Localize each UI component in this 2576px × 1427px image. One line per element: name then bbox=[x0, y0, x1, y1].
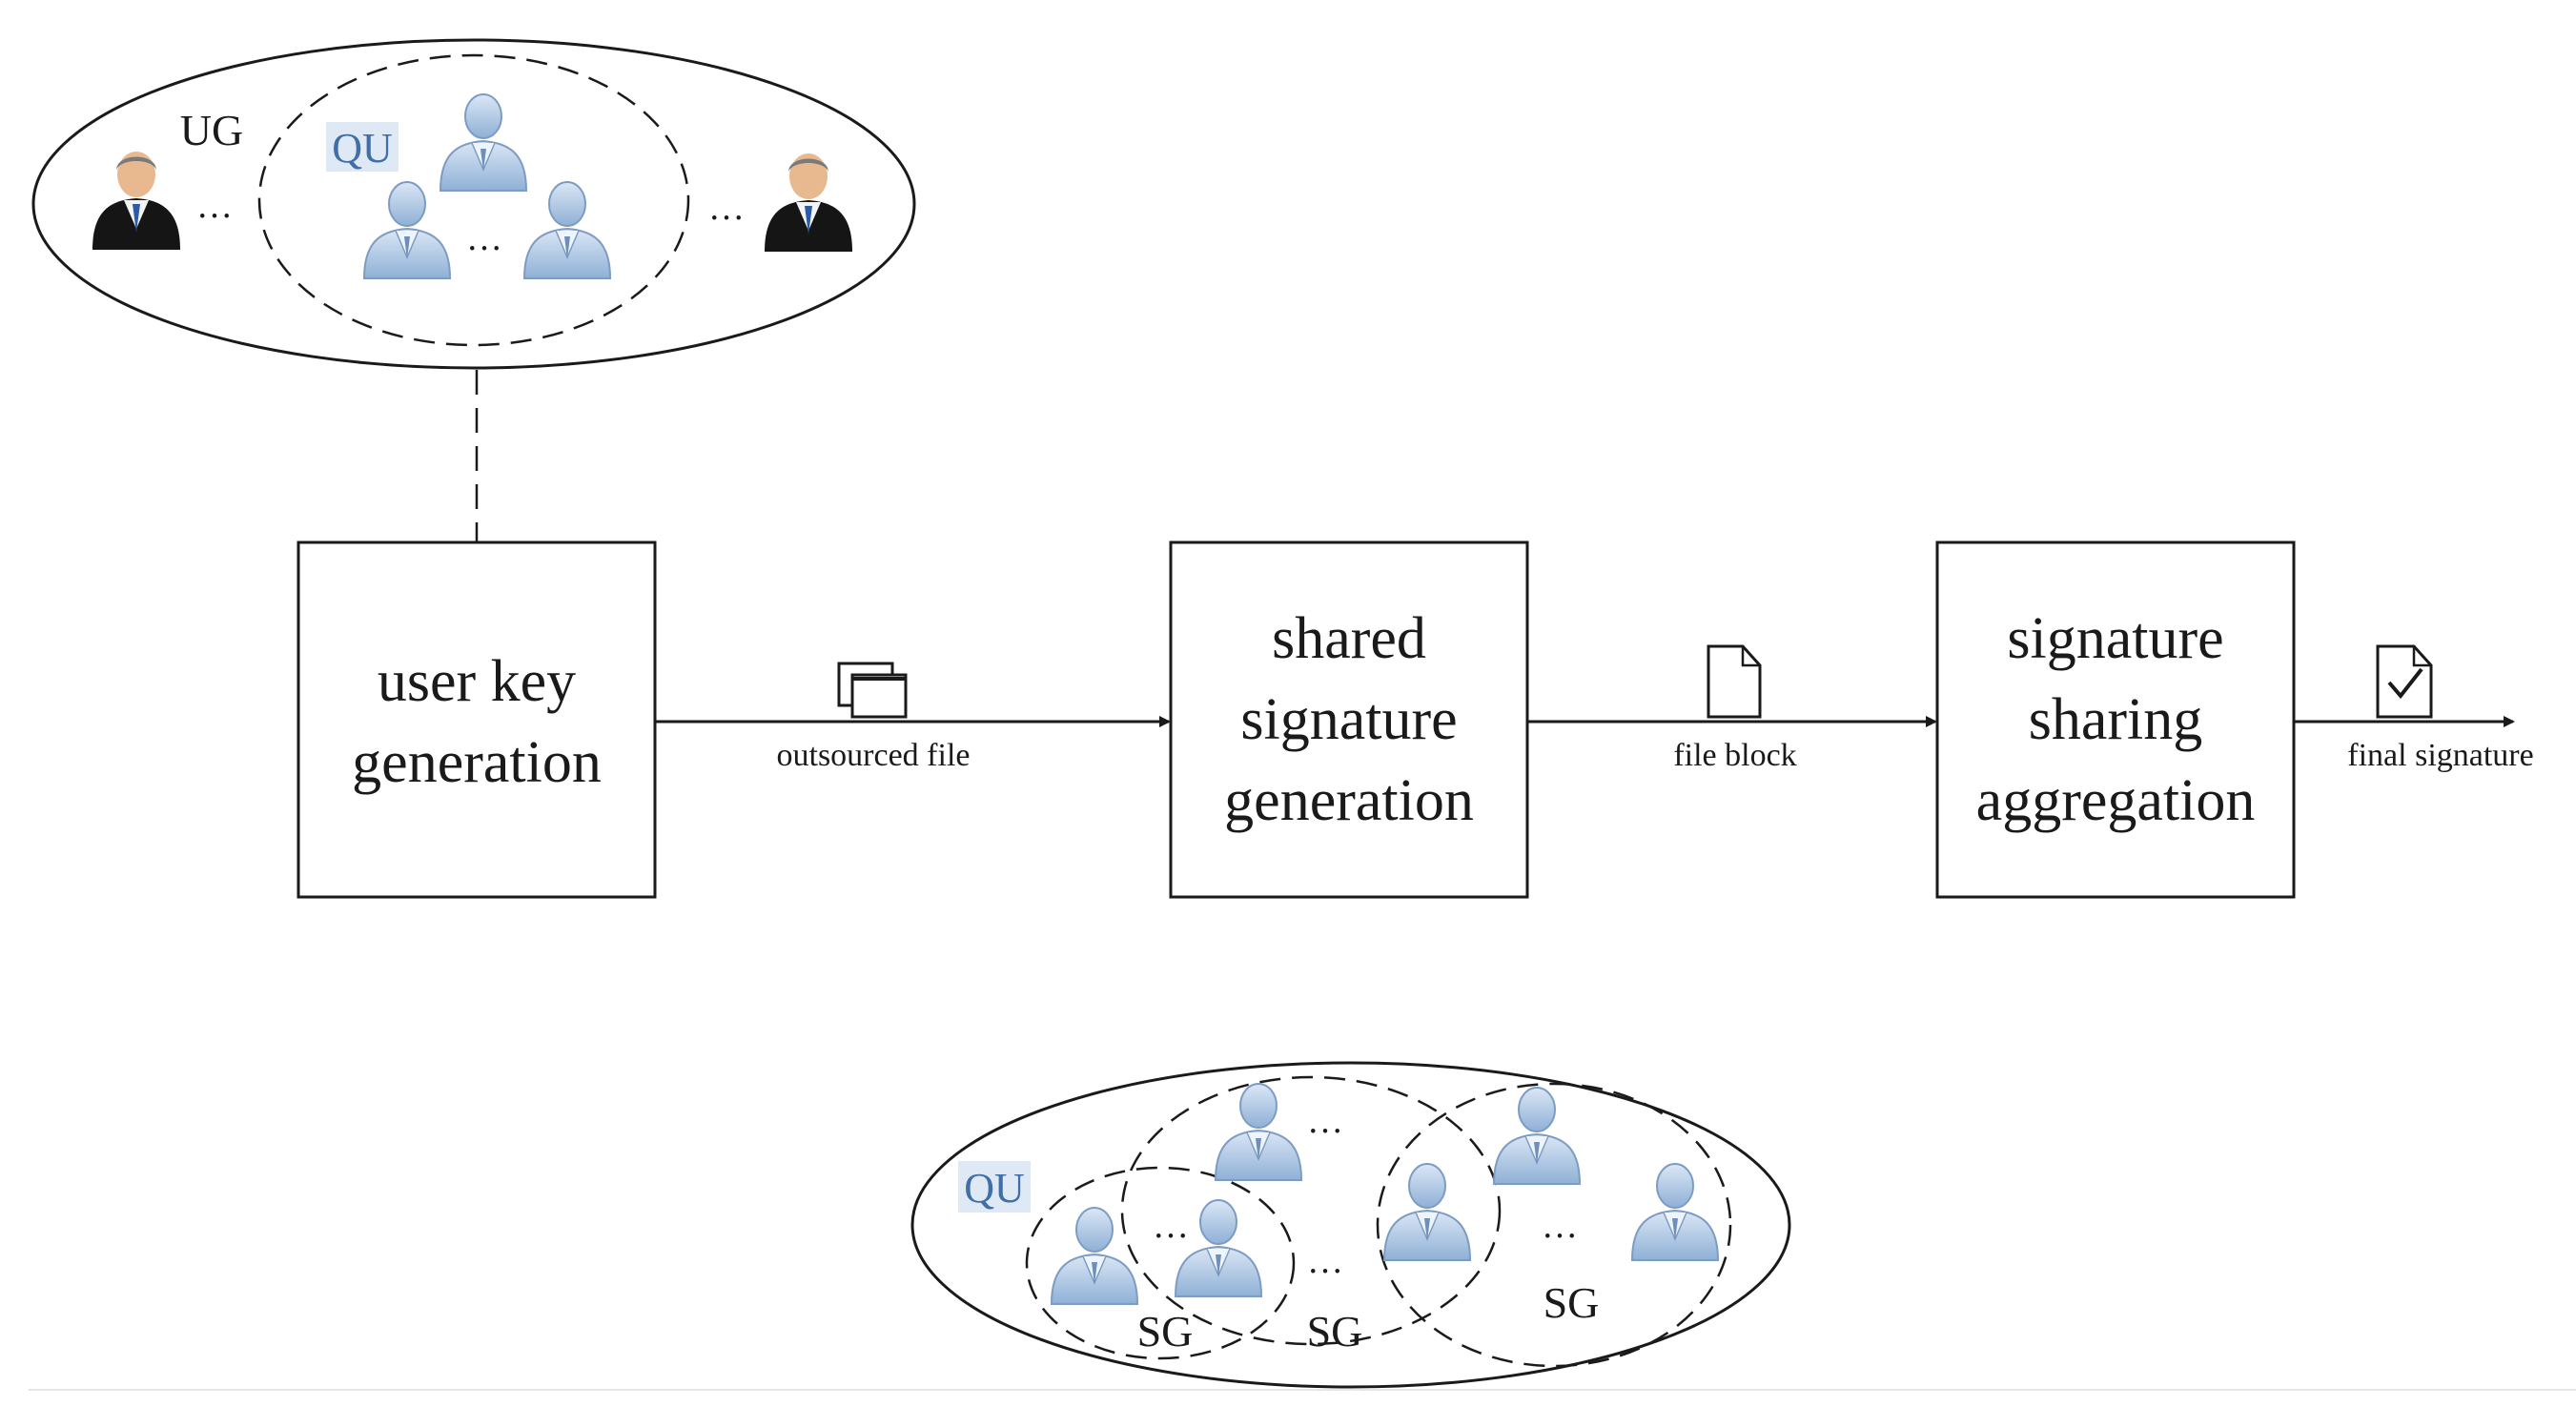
box-label-line: shared bbox=[1272, 606, 1426, 671]
qualified-user-icon bbox=[523, 181, 611, 279]
arrow-label: file block bbox=[1673, 738, 1796, 773]
signing-group-label: SG bbox=[1544, 1278, 1600, 1327]
qualified-user-subgroup: QU … bbox=[257, 53, 690, 347]
qualified-user-group-label: QU bbox=[964, 1165, 1025, 1212]
arrow-final-signature: final signature bbox=[2294, 644, 2534, 773]
box-label-line: generation bbox=[352, 730, 602, 795]
qualified-user-label: QU bbox=[332, 125, 393, 172]
box-label-line: signature bbox=[1240, 687, 1457, 752]
user-group-label: UG bbox=[180, 106, 243, 154]
box-label-line: generation bbox=[1224, 768, 1474, 833]
qualified-user-subgroup-ellipse bbox=[257, 53, 690, 347]
qualified-user-group-ellipse bbox=[910, 1061, 1791, 1389]
ellipsis-inner: … bbox=[466, 218, 502, 258]
ellipsis: … bbox=[1307, 1101, 1343, 1141]
qualified-user-icon bbox=[363, 181, 451, 279]
box-user-key-generation: user key generation bbox=[296, 540, 657, 899]
qualified-user-icon bbox=[1051, 1207, 1138, 1305]
arrow-outsourced-file: outsourced file bbox=[655, 662, 1171, 773]
box-label-line: sharing bbox=[2029, 687, 2203, 752]
checked-document-icon bbox=[2376, 644, 2433, 719]
qualified-user-icon bbox=[1383, 1163, 1471, 1261]
qu-label-highlight bbox=[326, 122, 399, 172]
qualified-user-icon bbox=[1631, 1163, 1719, 1261]
box-label-line: aggregation bbox=[1976, 768, 2256, 833]
arrow-label: outsourced file bbox=[777, 738, 971, 773]
signing-group-ellipse bbox=[1376, 1082, 1732, 1368]
ellipsis: … bbox=[1542, 1206, 1578, 1246]
ellipsis-left: … bbox=[196, 186, 233, 226]
ellipsis-right: … bbox=[708, 188, 745, 228]
box-label-line: user key bbox=[378, 649, 576, 714]
box-signature-sharing-aggregation: signature sharing aggregation bbox=[1935, 540, 2296, 899]
box-label-line: signature bbox=[2007, 606, 2223, 671]
qualified-user-icon bbox=[1493, 1087, 1581, 1185]
box-shared-signature-generation: shared signature generation bbox=[1169, 540, 1529, 899]
signing-group-ellipse bbox=[1025, 1166, 1296, 1360]
qualified-user-icon bbox=[440, 93, 527, 192]
user-group-ellipse bbox=[31, 38, 916, 370]
regular-user-icon bbox=[765, 153, 852, 252]
qualified-user-icon bbox=[1215, 1083, 1302, 1181]
ellipsis: … bbox=[1307, 1241, 1343, 1281]
signing-group-ellipse bbox=[1120, 1075, 1502, 1346]
document-icon bbox=[1707, 644, 1762, 719]
qualified-user-group: QU … … … … SG SG SG bbox=[910, 1061, 1791, 1389]
stacked-files-icon bbox=[837, 662, 908, 719]
signing-group-label: SG bbox=[1137, 1307, 1194, 1356]
regular-user-icon bbox=[92, 152, 180, 250]
arrow-label: final signature bbox=[2347, 738, 2533, 773]
signing-group-label: SG bbox=[1307, 1307, 1363, 1356]
ellipsis: … bbox=[1153, 1206, 1189, 1246]
user-group: UG … … QU … bbox=[31, 38, 916, 370]
arrow-file-block: file block bbox=[1527, 644, 1937, 773]
qu-label-highlight bbox=[958, 1161, 1031, 1213]
